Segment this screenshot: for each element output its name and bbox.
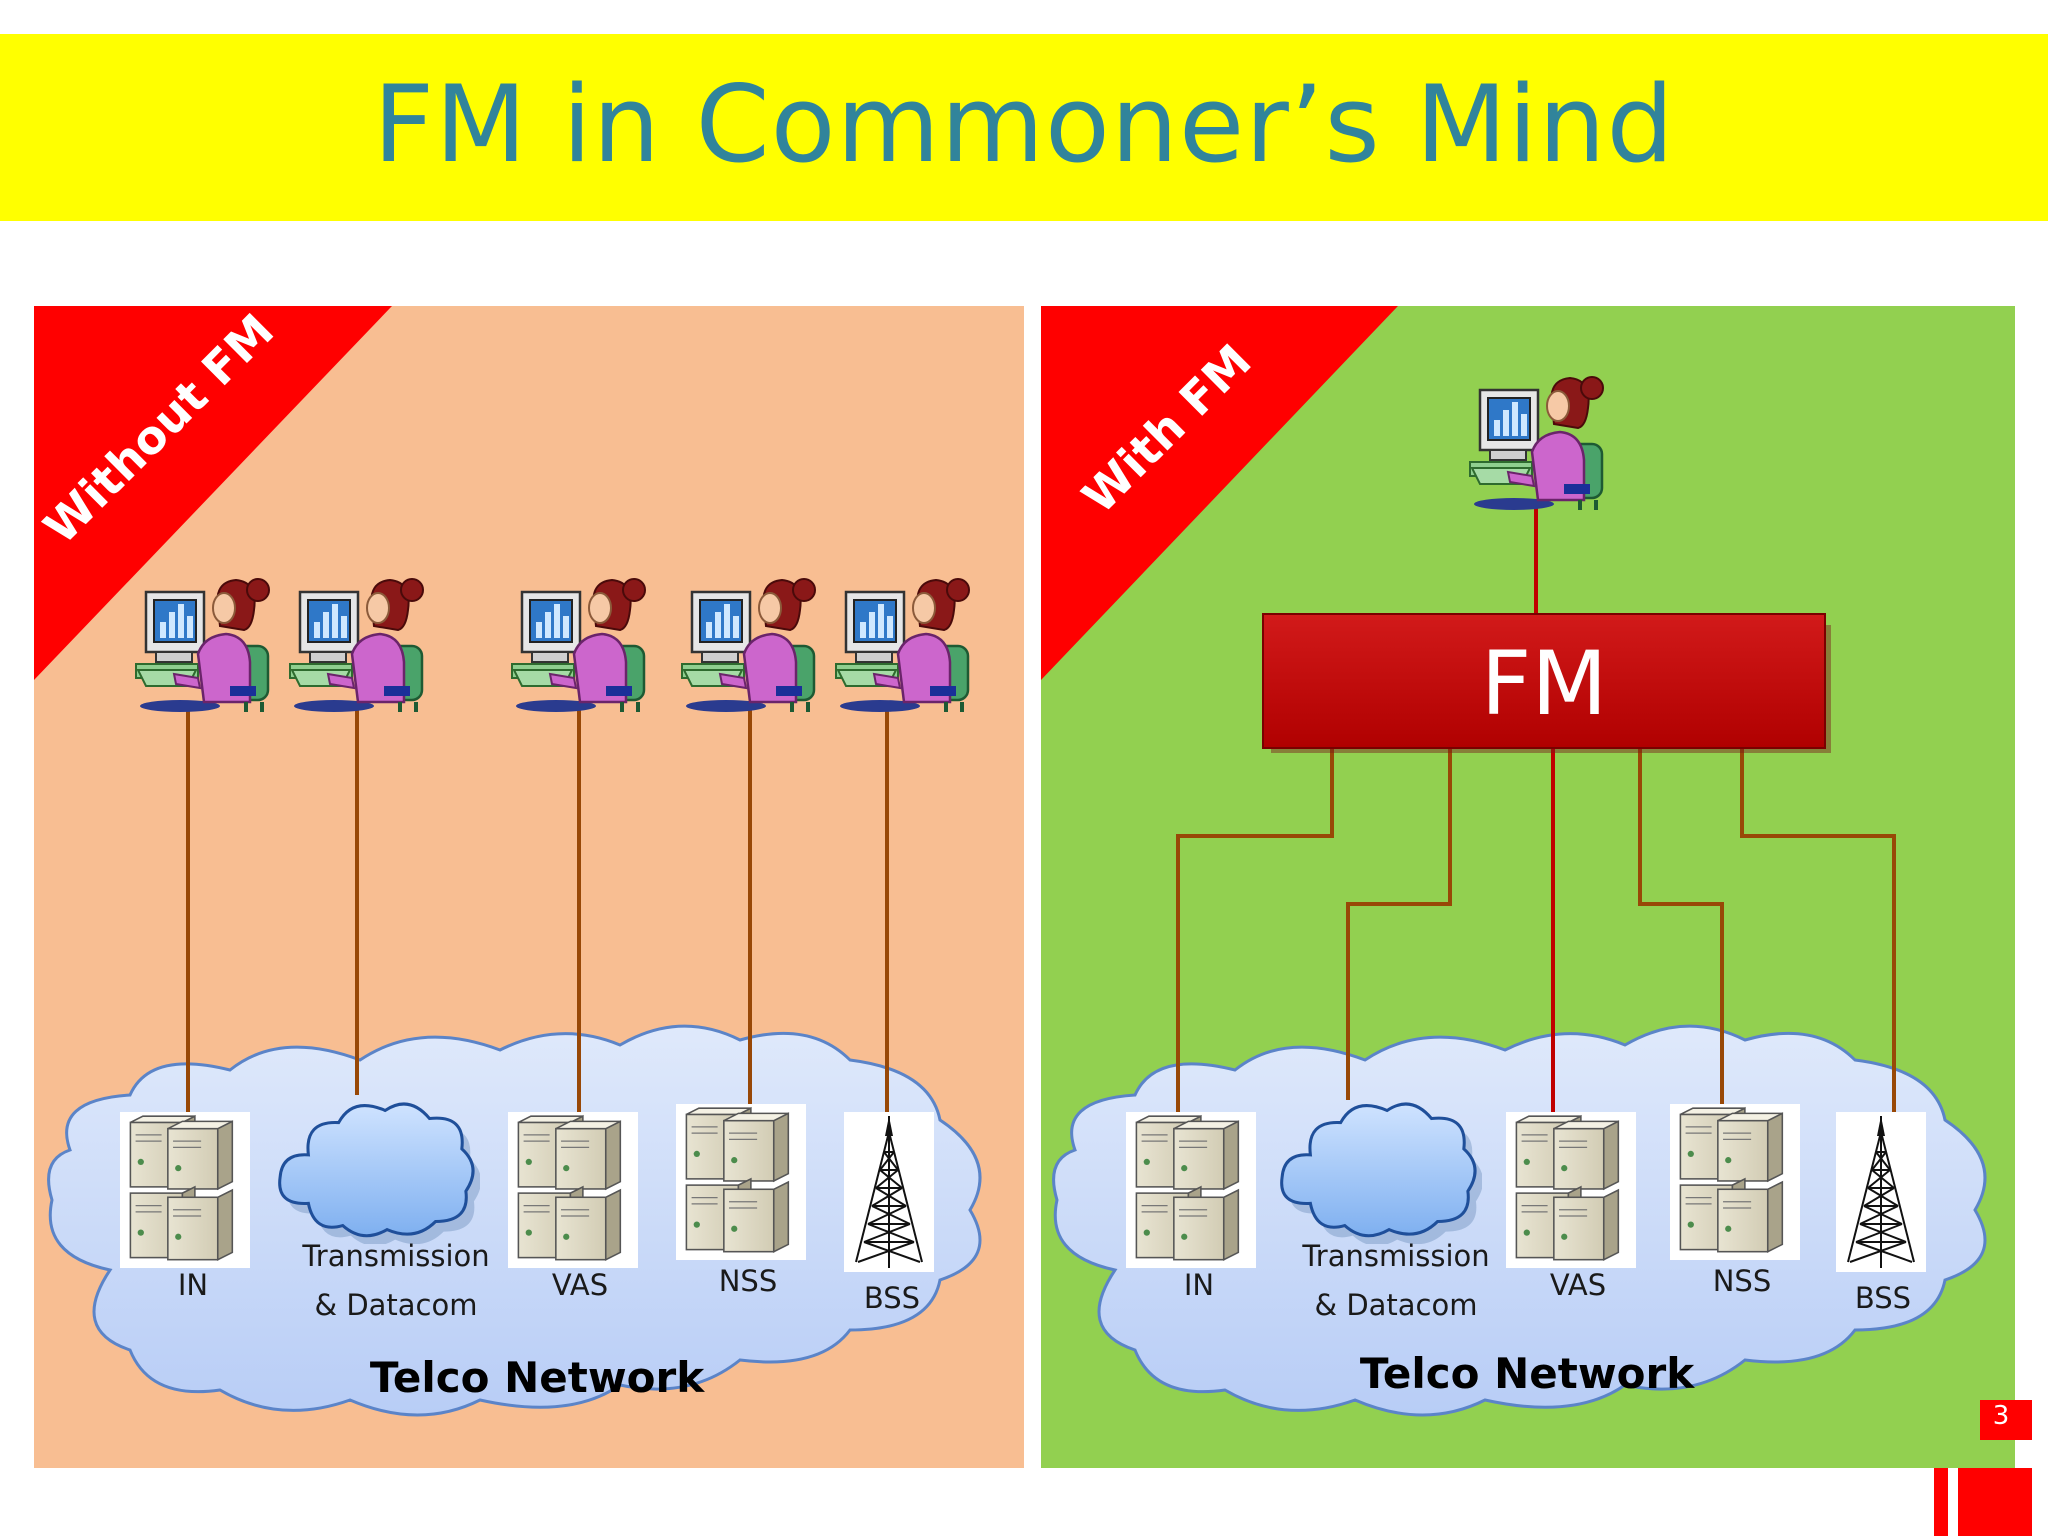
label-transmission: Transmission: [1301, 1239, 1489, 1273]
right-connectors: [1176, 748, 1896, 1112]
page-number-box: [1980, 1400, 2032, 1440]
label-in: IN: [1184, 1268, 1214, 1302]
label-bss: BSS: [1855, 1281, 1911, 1315]
label-nss: NSS: [719, 1264, 778, 1298]
label-transmission: Transmission: [301, 1239, 489, 1273]
bss-tower-icon: [842, 1112, 936, 1272]
corner-marker: [1958, 1468, 2032, 1536]
title-bar: FM in Commoner’s Mind: [0, 34, 2048, 221]
corner-marker: [1934, 1468, 1948, 1536]
fm-box: [1262, 613, 1826, 749]
label-datacom: & Datacom: [1314, 1288, 1477, 1322]
vas-server-icon: [1505, 1112, 1637, 1268]
left-panel: Without FM IN: [33, 303, 1024, 1468]
left-ribbon: [34, 306, 392, 680]
bss-tower-icon: [1834, 1112, 1928, 1272]
slide-title: FM in Commoner’s Mind: [373, 63, 1675, 186]
label-in: IN: [178, 1268, 208, 1302]
label-nss: NSS: [1713, 1264, 1772, 1298]
vas-server-icon: [507, 1112, 639, 1268]
label-datacom: & Datacom: [314, 1288, 477, 1322]
in-server-icon: [1125, 1112, 1257, 1268]
in-server-icon: [119, 1112, 251, 1268]
left-connectors: [186, 708, 889, 1112]
right-ribbon: [1041, 306, 1398, 680]
label-vas: VAS: [552, 1268, 608, 1302]
page-number: 3: [1993, 1401, 2010, 1431]
label-bss: BSS: [864, 1281, 920, 1315]
left-network-label: Telco Network: [370, 1353, 705, 1402]
fm-box-label: FM: [1481, 632, 1608, 735]
label-vas: VAS: [1550, 1268, 1606, 1302]
nss-server-icon: [675, 1104, 807, 1260]
right-network-label: Telco Network: [1360, 1349, 1695, 1398]
right-panel: With FM FM IN: [1041, 306, 2015, 1468]
nss-server-icon: [1669, 1104, 1801, 1260]
